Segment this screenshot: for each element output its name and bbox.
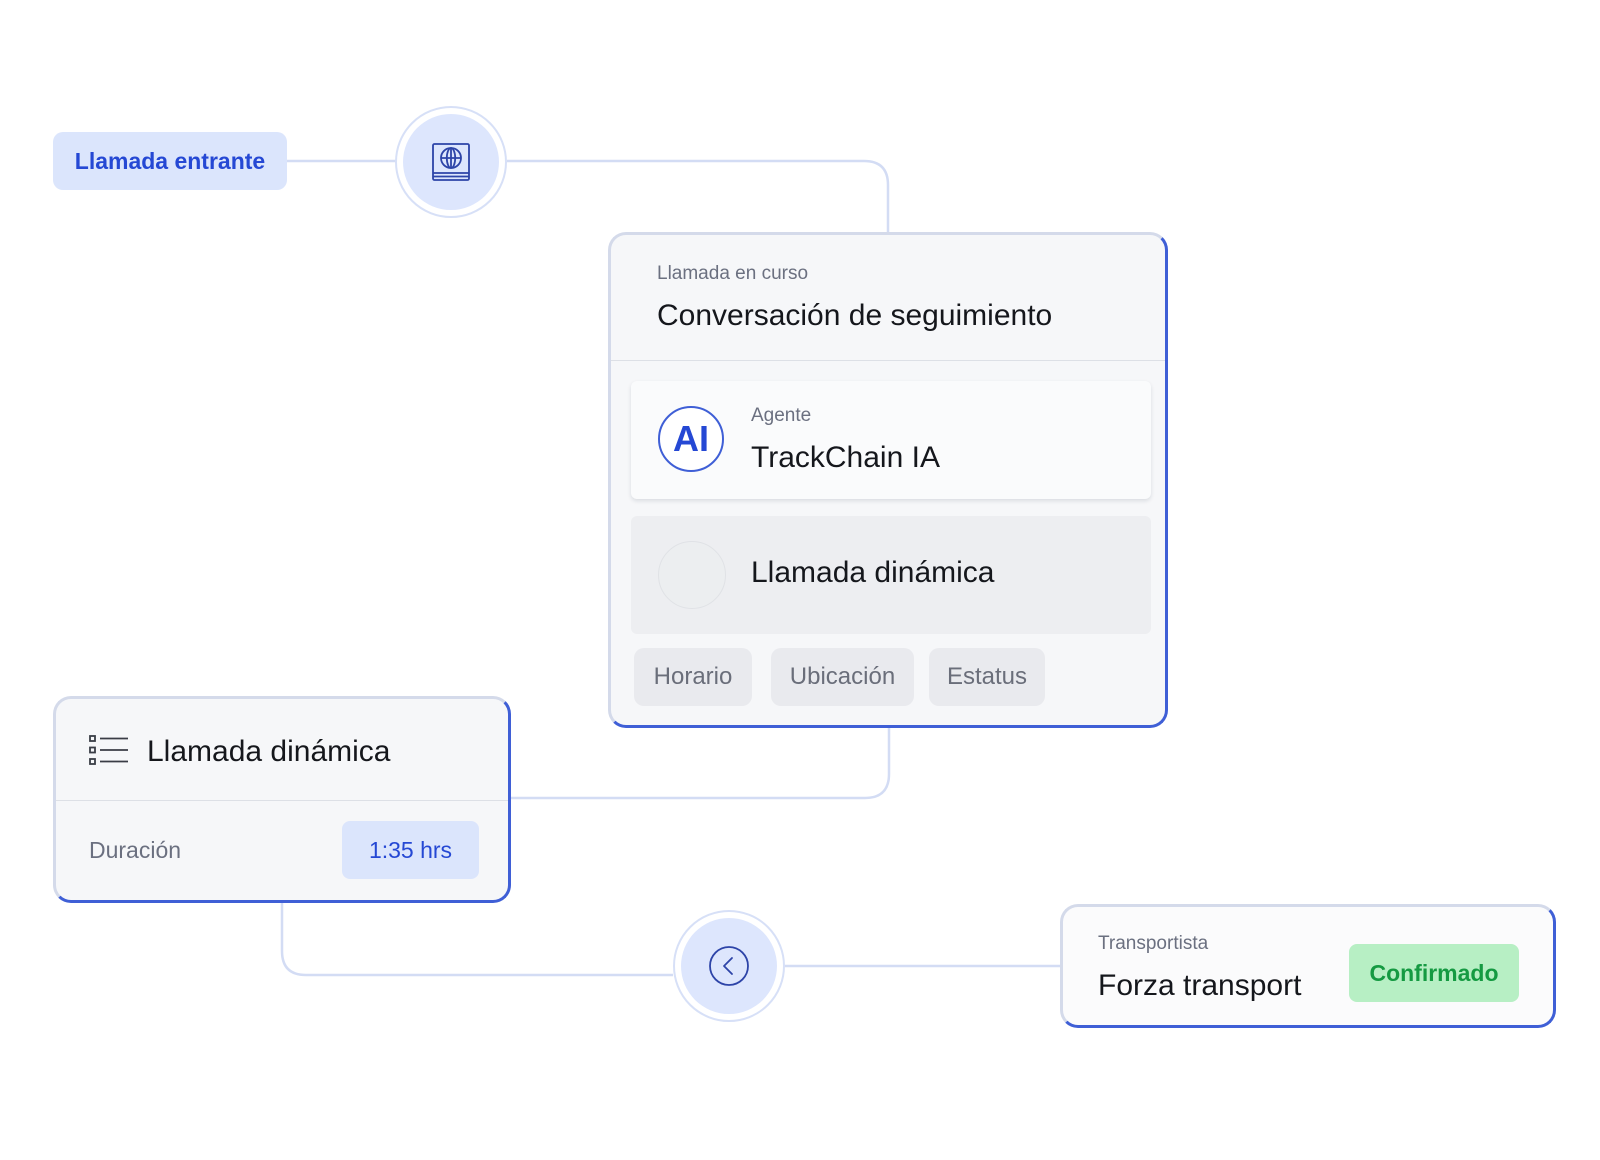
- chip-horario-label: Horario: [653, 663, 733, 690]
- dynamic-call-card[interactable]: Llamada dinámica Duración 1:35 hrs: [53, 696, 511, 903]
- chip-estatus-label: Estatus: [946, 663, 1028, 690]
- dynamic-call-card-title: Llamada dinámica: [147, 735, 391, 768]
- chip-ubicacion-label: Ubicación: [789, 663, 896, 690]
- agent-row[interactable]: AI Agente TrackChain IA: [631, 381, 1151, 499]
- agent-avatar: AI: [658, 406, 724, 472]
- incoming-call-pill[interactable]: Llamada entrante: [53, 132, 287, 190]
- connector-dynamic-card-to-return-node: [280, 903, 673, 977]
- carrier-card[interactable]: Transportista Forza transport Confirmado: [1060, 904, 1556, 1028]
- agent-avatar-text: AI: [673, 418, 709, 459]
- agent-label: Agente: [751, 405, 812, 426]
- call-card-header: Llamada en curso Conversación de seguimi…: [611, 235, 1165, 361]
- dynamic-call-row[interactable]: Llamada dinámica: [631, 516, 1151, 634]
- dynamic-call-avatar: [658, 541, 726, 609]
- chevron-left-circle-icon: [709, 946, 749, 986]
- start-node[interactable]: [395, 106, 507, 218]
- chip-estatus[interactable]: Estatus: [929, 648, 1045, 706]
- connector-node-to-call-card: [507, 159, 890, 232]
- return-node[interactable]: [673, 910, 785, 1022]
- confirmed-status-label: Confirmado: [1369, 959, 1499, 986]
- duration-label: Duración: [89, 837, 182, 863]
- start-node-inner: [403, 114, 499, 210]
- agent-name: TrackChain IA: [751, 441, 940, 474]
- connector-call-card-to-dynamic-card: [511, 728, 891, 800]
- book-globe-icon: [432, 143, 470, 181]
- call-status-label: Llamada en curso: [657, 263, 809, 284]
- dynamic-call-label: Llamada dinámica: [751, 556, 995, 589]
- carrier-name: Forza transport: [1098, 969, 1302, 1002]
- confirmed-status-badge: Confirmado: [1349, 944, 1519, 1002]
- return-node-inner: [681, 918, 777, 1014]
- duration-value: 1:35 hrs: [368, 836, 453, 863]
- list-icon: [89, 735, 128, 765]
- chip-ubicacion[interactable]: Ubicación: [771, 648, 914, 706]
- call-title: Conversación de seguimiento: [657, 299, 1053, 332]
- call-card[interactable]: Llamada en curso Conversación de seguimi…: [608, 232, 1168, 728]
- carrier-label: Transportista: [1098, 933, 1209, 954]
- chip-horario[interactable]: Horario: [634, 648, 752, 706]
- dynamic-call-card-header: Llamada dinámica: [56, 699, 508, 801]
- duration-badge: 1:35 hrs: [342, 821, 479, 879]
- incoming-call-label: Llamada entrante: [74, 147, 266, 174]
